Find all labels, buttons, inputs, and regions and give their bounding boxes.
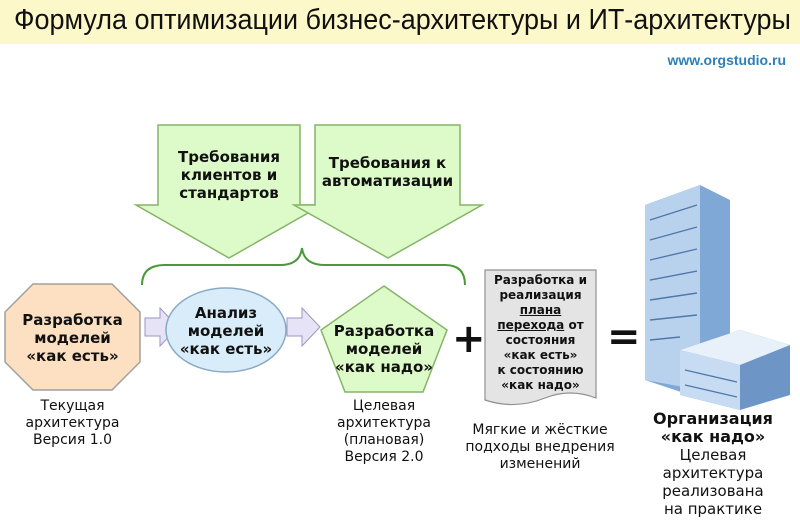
text: (плановая): [343, 432, 425, 448]
text: от: [564, 318, 584, 332]
text: Организация: [653, 409, 773, 428]
text: Разработка: [333, 322, 435, 340]
text: Версия 2.0: [344, 449, 424, 465]
text: «как есть»: [179, 340, 273, 358]
plus-operator: +: [452, 316, 486, 362]
requirement-automation: Требования к автоматизации: [315, 154, 460, 190]
pentagon-shape: [320, 285, 448, 393]
caption-approaches: Мягкие и жёсткие подходы внедрения измен…: [460, 422, 620, 473]
requirement-arrow-1: [133, 124, 325, 259]
text: Разработка: [22, 311, 123, 329]
text: «как есть»: [26, 347, 119, 365]
text: Целевая: [679, 446, 747, 464]
text: моделей: [345, 340, 423, 358]
text: реализация: [499, 288, 582, 302]
text: плана: [519, 303, 562, 317]
text: «как есть»: [503, 348, 578, 362]
text: Требования: [177, 148, 281, 166]
text: Текущая: [40, 398, 105, 414]
text: автоматизации: [321, 172, 454, 190]
text: архитектура: [337, 415, 431, 431]
equals-operator: =: [607, 314, 641, 360]
text: стандартов: [179, 184, 279, 202]
text: «как надо»: [501, 378, 580, 392]
text: Версия 1.0: [32, 432, 113, 448]
caption-result: Организация «как надо» Целевая архитекту…: [628, 409, 798, 519]
step-as-is-analysis: Анализ моделей «как есть»: [166, 304, 286, 358]
text: Анализ: [194, 304, 258, 322]
text: моделей: [34, 329, 111, 347]
text: Мягкие и жёсткие: [472, 422, 608, 438]
caption-current-architecture: Текущая архитектура Версия 1.0: [0, 398, 145, 449]
step-as-is-development: Разработка моделей «как есть»: [5, 311, 140, 365]
text: «как надо»: [660, 427, 766, 446]
requirement-arrow-2: [291, 124, 485, 259]
document-shape: [484, 269, 597, 406]
step-to-be-development: Разработка моделей «как надо»: [321, 322, 447, 376]
text: Разработка и: [494, 273, 587, 287]
text: Требования к: [328, 154, 447, 172]
text: состояния: [505, 333, 576, 347]
curly-brace: [141, 247, 466, 286]
text: архитектура: [25, 415, 120, 431]
title-bar: [0, 0, 800, 44]
octagon-shape: [4, 283, 141, 391]
arrow-right-icon: [286, 306, 321, 348]
site-link[interactable]: www.orgstudio.ru: [667, 52, 786, 68]
text: подходы внедрения: [465, 439, 615, 455]
text: изменений: [499, 456, 581, 472]
text: реализована: [662, 482, 764, 500]
text: архитектура: [662, 464, 764, 482]
text: моделей: [187, 322, 265, 340]
step-transition-plan: Разработка и реализация плана перехода о…: [485, 273, 596, 393]
text: клиентов и: [180, 166, 278, 184]
text: Целевая: [352, 398, 416, 414]
text: «как надо»: [335, 358, 433, 376]
buildings-icon: [645, 185, 790, 410]
caption-target-architecture: Целевая архитектура (плановая) Версия 2.…: [320, 398, 448, 466]
ellipse-shape: [165, 287, 287, 373]
text: к состоянию: [497, 363, 584, 377]
page-title: Формула оптимизации бизнес-архитектуры и…: [14, 4, 791, 36]
requirement-clients-standards: Требования клиентов и стандартов: [158, 148, 300, 202]
text: на практике: [663, 500, 763, 518]
text: перехода: [497, 318, 565, 332]
